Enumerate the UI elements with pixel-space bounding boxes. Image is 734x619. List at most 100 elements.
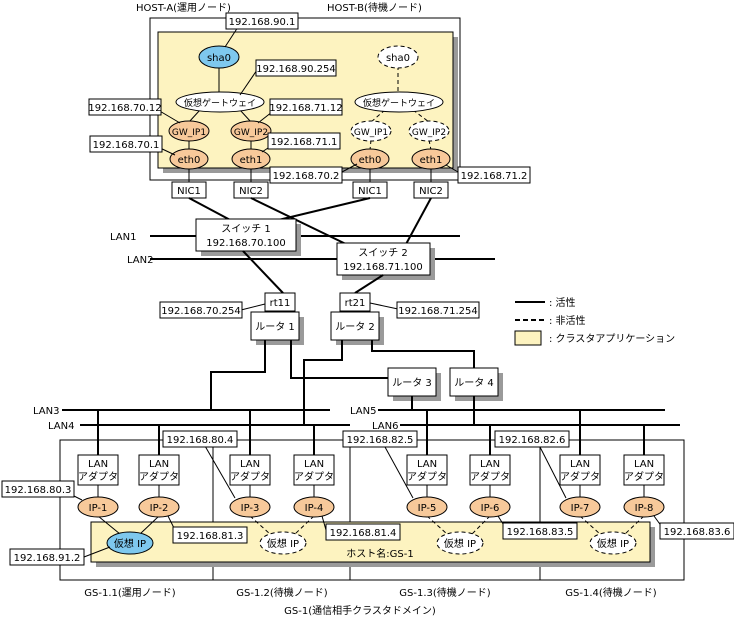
vgw-standby-label: 仮想ゲートウェイ: [363, 97, 435, 109]
ip6-label: IP-6: [481, 503, 500, 514]
lan-adapter-8-line2: アダプタ: [624, 470, 664, 483]
virtual-ip-gs13-label: 仮想 IP: [444, 537, 476, 550]
gw-ip2-active: [230, 120, 272, 142]
wire-sw1-rt11: [242, 250, 284, 294]
lan-adapter-8-line1: LAN: [634, 459, 654, 470]
nic2-host-a-label: NIC2: [239, 186, 263, 197]
vgw-standby: [354, 91, 444, 113]
switch1-ip: 192.168.70.100: [206, 238, 286, 249]
router3-box: [387, 367, 437, 397]
lan-adapter-1: LAN アダプタ: [77, 454, 119, 486]
wire-r1-lan3: [210, 340, 266, 410]
wire-r2-r4: [371, 340, 475, 368]
link-vgw-gwip2: [239, 109, 252, 123]
callout-eth0a-ip-text: 192.168.70.1: [93, 140, 160, 151]
legend-active-label: : 活性: [549, 296, 576, 309]
lan-adapter-5-line2: アダプタ: [407, 470, 447, 483]
wire-nic2b-sw2: [404, 197, 432, 247]
gw-ip1-standby: [350, 120, 392, 142]
ip2-label: IP-2: [150, 503, 169, 514]
callout-vip-text: 192.168.91.2: [14, 553, 81, 564]
router1-box: [250, 311, 300, 341]
rt11-box: [264, 292, 296, 312]
lan-adapter-1-line1: LAN: [88, 459, 108, 470]
lan1-label: LAN1: [110, 232, 136, 243]
callout-ip4-text: 192.168.81.4: [330, 528, 397, 539]
lan6-label: LAN6: [372, 421, 398, 432]
ip4-label: IP-4: [305, 503, 324, 514]
router1-label: ルータ 1: [255, 321, 295, 333]
router3-label: ルータ 3: [392, 377, 432, 389]
callout-ip5-text: 192.168.82.5: [347, 435, 414, 446]
switch2-ip: 192.168.71.100: [343, 262, 423, 273]
ip5: [406, 496, 448, 518]
callout-leader-sha0: [224, 26, 239, 48]
ip7-label: IP-7: [571, 503, 590, 514]
lan-adapter-7-line2: アダプタ: [560, 470, 600, 483]
wire-nic2a-sw2: [250, 197, 351, 247]
eth1-host-b-label: eth1: [420, 155, 443, 166]
virtual-ip-gs14-label: 仮想 IP: [597, 537, 629, 550]
lan-adapter-7: LAN アダプタ: [559, 454, 601, 486]
lan5-label: LAN5: [350, 406, 376, 417]
gw-ip2-standby-label: GW_IP2: [412, 128, 446, 138]
lan-adapter-5-line1: LAN: [417, 459, 437, 470]
ip4: [293, 496, 335, 518]
link-vgw-gwip1: [188, 109, 201, 123]
ip2: [138, 496, 180, 518]
legend-cluster-swatch: [514, 330, 542, 346]
link-ip7-vip: [579, 515, 601, 535]
callout-rt11-ip-text: 192.168.70.254: [161, 306, 241, 317]
virtual-ip-gs11: [106, 531, 154, 555]
callout-leader-rt11: [240, 303, 266, 311]
ip3-label: IP-3: [241, 503, 260, 514]
callout-ip1-text: 192.168.80.3: [5, 485, 72, 496]
callout-ip2-text: 192.168.81.3: [177, 531, 244, 542]
callout-gwip2-ip-text: 192.168.71.12: [269, 103, 342, 114]
callout-sha0-ip: [225, 12, 299, 30]
link-gwip2b-eth1b: [428, 139, 432, 151]
eth0-host-b-label: eth0: [359, 155, 382, 166]
ip8: [623, 496, 665, 518]
callout-rt11-ip: [159, 301, 243, 319]
callout-ip3: [162, 430, 238, 448]
callout-vip: [9, 548, 85, 566]
gs-node-1-label: GS-1.1(運用ノード): [84, 587, 176, 599]
callout-leader-ip4: [321, 515, 327, 531]
wire-r1-r3: [290, 340, 388, 379]
link-ip8-vip: [624, 515, 645, 535]
wire-r2-lan4: [303, 340, 343, 425]
link-ip5-vip: [426, 515, 448, 535]
link-ip6-vip: [471, 515, 491, 535]
switch1-box: [195, 218, 297, 252]
lan-adapter-3-line1: LAN: [240, 459, 260, 470]
lan-adapter-4-line2: アダプタ: [294, 470, 334, 483]
gw-ip2-standby: [408, 120, 450, 142]
lan4-label: LAN4: [48, 421, 74, 432]
lan-adapter-4-line1: LAN: [304, 459, 324, 470]
callout-ip7: [494, 430, 570, 448]
gs-node-4-label: GS-1.4(待機ノード): [565, 586, 657, 599]
wire-nic1a-sw1: [188, 197, 235, 223]
vgw-active: [175, 91, 265, 113]
gs-node-3-label: GS-1.3(待機ノード): [399, 586, 491, 599]
callout-ip7-text: 192.168.82.6: [499, 435, 566, 446]
callout-leader-rt21: [369, 302, 399, 310]
gw-ip1-active: [168, 120, 210, 142]
eth1-host-a: [231, 148, 271, 170]
callout-leader-eth0b: [341, 163, 358, 173]
legend-cluster-label: : クラスタアプリケーション: [549, 333, 675, 345]
gs-domain-label: GS-1(通信相手クラスタドメイン): [284, 604, 436, 617]
vgw-active-label: 仮想ゲートウェイ: [184, 97, 256, 109]
callout-rt21-ip: [396, 301, 480, 319]
callout-eth1a-ip: [267, 132, 341, 150]
callout-ip5: [342, 430, 418, 448]
ip1-label: IP-1: [89, 503, 108, 514]
eth0-host-a: [169, 148, 209, 170]
sha0-active: [198, 45, 240, 69]
link-vgwb-gwip1b: [370, 109, 386, 123]
sha0-active-label: sha0: [207, 53, 231, 64]
lan-adapter-8: LAN アダプタ: [623, 454, 665, 486]
gs-node-2-label: GS-1.2(待機ノード): [236, 586, 328, 599]
virtual-ip-gs12-label: 仮想 IP: [267, 537, 299, 550]
